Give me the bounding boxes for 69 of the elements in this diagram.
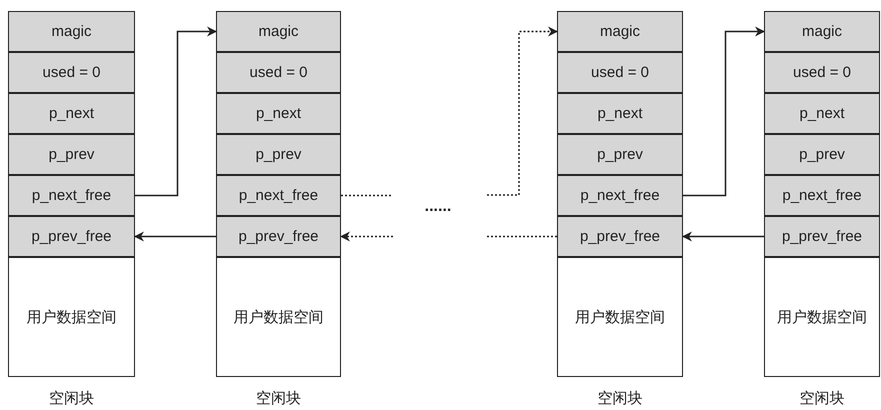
field-cell [8,11,135,52]
cell-label: magic [258,23,298,40]
arrow [682,232,764,242]
block-caption: 空闲块 [596,389,644,408]
cell-label: used = 0 [591,64,649,81]
cell-label: p_prev [799,146,845,163]
field-cell [216,93,341,134]
block-caption: 空闲块 [798,389,846,408]
dotted-line [485,236,557,238]
cell-label: magic [802,23,842,40]
field-cell [764,216,880,257]
cell-label: magic [51,23,92,40]
field-cell [557,93,683,134]
cell-label: magic [600,23,640,40]
cell-label: p_next [597,105,643,122]
dotted-line [341,194,393,196]
field-cell [8,93,135,134]
field-cell [216,216,341,257]
field-cell [216,175,341,216]
arrow [135,26,217,196]
field-cell [557,134,683,175]
cell-label: p_next_free [32,187,112,204]
field-cell [8,175,135,216]
cell-label: used = 0 [793,64,851,81]
field-cell [557,175,683,216]
block-caption: 空闲块 [48,389,95,408]
cell-label: 用户数据空间 [234,308,324,326]
cell-label: 用户数据空间 [777,308,867,326]
field-cell [8,216,135,257]
field-cell [557,216,683,257]
field-cell [216,52,341,93]
data-area-cell [216,257,341,377]
field-cell [557,52,683,93]
cell-label: p_next_free [580,187,660,204]
arrow [134,232,216,242]
dotted-arrow [340,232,393,242]
cell-label: used = 0 [250,64,308,81]
field-cell [764,52,880,93]
cell-label: p_next [256,105,302,122]
field-cell [764,11,880,52]
data-area-cell [764,257,880,377]
cell-label: p_next_free [238,187,318,204]
cell-label: used = 0 [42,64,100,81]
field-cell [764,93,880,134]
field-cell [764,175,880,216]
cell-label: p_next [799,105,845,122]
data-area-cell [557,257,683,377]
field-cell [8,52,135,93]
ellipsis-label: ...... [424,198,452,216]
cell-label: p_prev_free [238,228,319,245]
cell-label: p_prev [256,146,302,163]
arrow [683,26,765,196]
cell-label: p_next [48,105,94,122]
cell-label: 用户数据空间 [26,308,116,326]
cell-label: p_prev [48,146,94,163]
cell-label: p_prev_free [580,228,660,245]
cell-label: p_prev [597,146,643,163]
dotted-arrow [487,26,558,196]
field-cell [8,134,135,175]
field-cell [216,11,341,52]
field-cell [216,134,341,175]
cell-label: 用户数据空间 [575,308,665,326]
cell-label: p_next_free [782,187,862,204]
block-caption: 空闲块 [255,389,302,408]
field-cell [557,11,683,52]
field-cell [764,134,880,175]
cell-label: p_prev_free [782,228,862,245]
data-area-cell [8,257,135,377]
cell-label: p_prev_free [31,228,112,245]
